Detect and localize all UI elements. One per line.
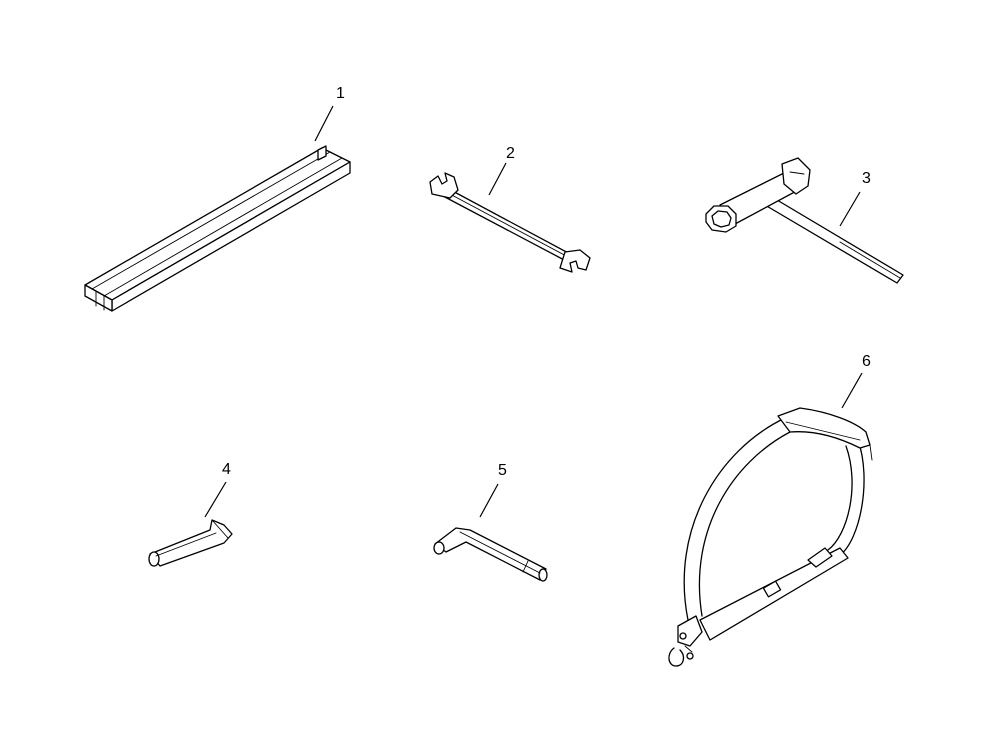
part-3-socket-wrench: 3 bbox=[705, 157, 904, 284]
part-1-leader bbox=[314, 105, 334, 142]
part-2-wrench: 2 bbox=[429, 145, 591, 273]
hex-key-small-icon bbox=[148, 519, 233, 567]
part-1-number: 1 bbox=[336, 85, 345, 102]
shoulder-harness-strap-icon bbox=[668, 407, 873, 667]
part-2-leader bbox=[488, 162, 507, 196]
part-3-leader bbox=[839, 191, 861, 227]
part-1-rail: 1 bbox=[84, 85, 351, 312]
open-end-wrench-icon bbox=[429, 172, 591, 273]
part-4-number: 4 bbox=[222, 461, 231, 478]
part-5-hex-key: 5 bbox=[433, 462, 548, 582]
c-channel-rail-icon bbox=[84, 145, 351, 312]
part-5-number: 5 bbox=[498, 462, 507, 479]
part-6-leader bbox=[841, 372, 863, 409]
part-6-number: 6 bbox=[862, 353, 871, 370]
hex-key-large-icon bbox=[433, 527, 548, 582]
part-4-hex-key: 4 bbox=[148, 461, 233, 567]
part-2-number: 2 bbox=[506, 145, 515, 162]
part-5-leader bbox=[479, 483, 499, 518]
part-3-number: 3 bbox=[862, 170, 871, 187]
part-4-leader bbox=[204, 481, 227, 518]
part-6-harness: 6 bbox=[668, 353, 873, 667]
t-socket-wrench-icon bbox=[705, 157, 904, 284]
